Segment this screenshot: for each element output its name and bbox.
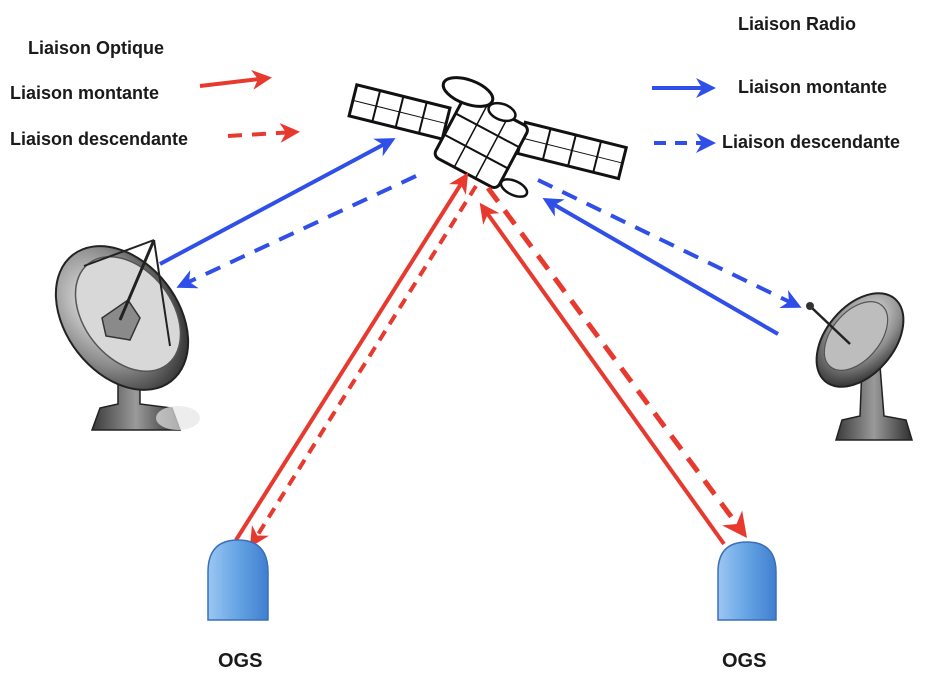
optical-downlink-left [249,184,478,548]
optical-uplink-right [479,202,726,546]
satellite-icon [347,76,629,198]
ogs-right-label: OGS [722,650,766,672]
radio-uplink-left [159,138,396,266]
legend-radio-title: Liaison Radio [738,14,856,34]
legend-optical-downlink-arrow [227,122,300,143]
legend-optical-uplink-arrow [199,69,272,90]
legend-radio-downlink-label: Liaison descendante [722,132,900,152]
legend-radio-uplink-label: Liaison montante [738,77,887,97]
legend-optical-uplink-label: Liaison montante [10,83,159,103]
radio-downlink-right [537,178,802,309]
legend-optical-title: Liaison Optique [28,38,164,58]
optical-ground-station-icon [717,541,777,621]
parabolic-antenna-icon [806,292,914,441]
legend-optical-downlink-label: Liaison descendante [10,129,188,149]
optical-uplink-left [234,172,469,542]
radio-uplink-right [542,197,780,336]
optical-ground-station-icon [207,539,269,621]
optical-downlink-right [485,186,747,539]
ogs-left-label: OGS [218,650,262,672]
radio-downlink-left [176,174,417,289]
parabolic-antenna-icon [54,239,200,431]
